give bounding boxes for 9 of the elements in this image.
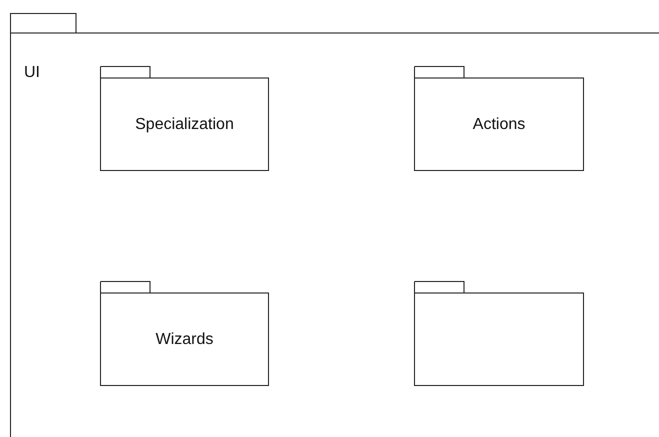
frame-title: UI [24,63,40,82]
package-box [100,66,269,171]
package-frame [10,13,659,437]
package-name: Wizards [154,330,214,350]
package-box [414,281,584,386]
package-box [414,66,584,171]
package-box [100,281,269,386]
package-name: Specialization [134,114,235,135]
package-name: Actions [472,114,526,135]
